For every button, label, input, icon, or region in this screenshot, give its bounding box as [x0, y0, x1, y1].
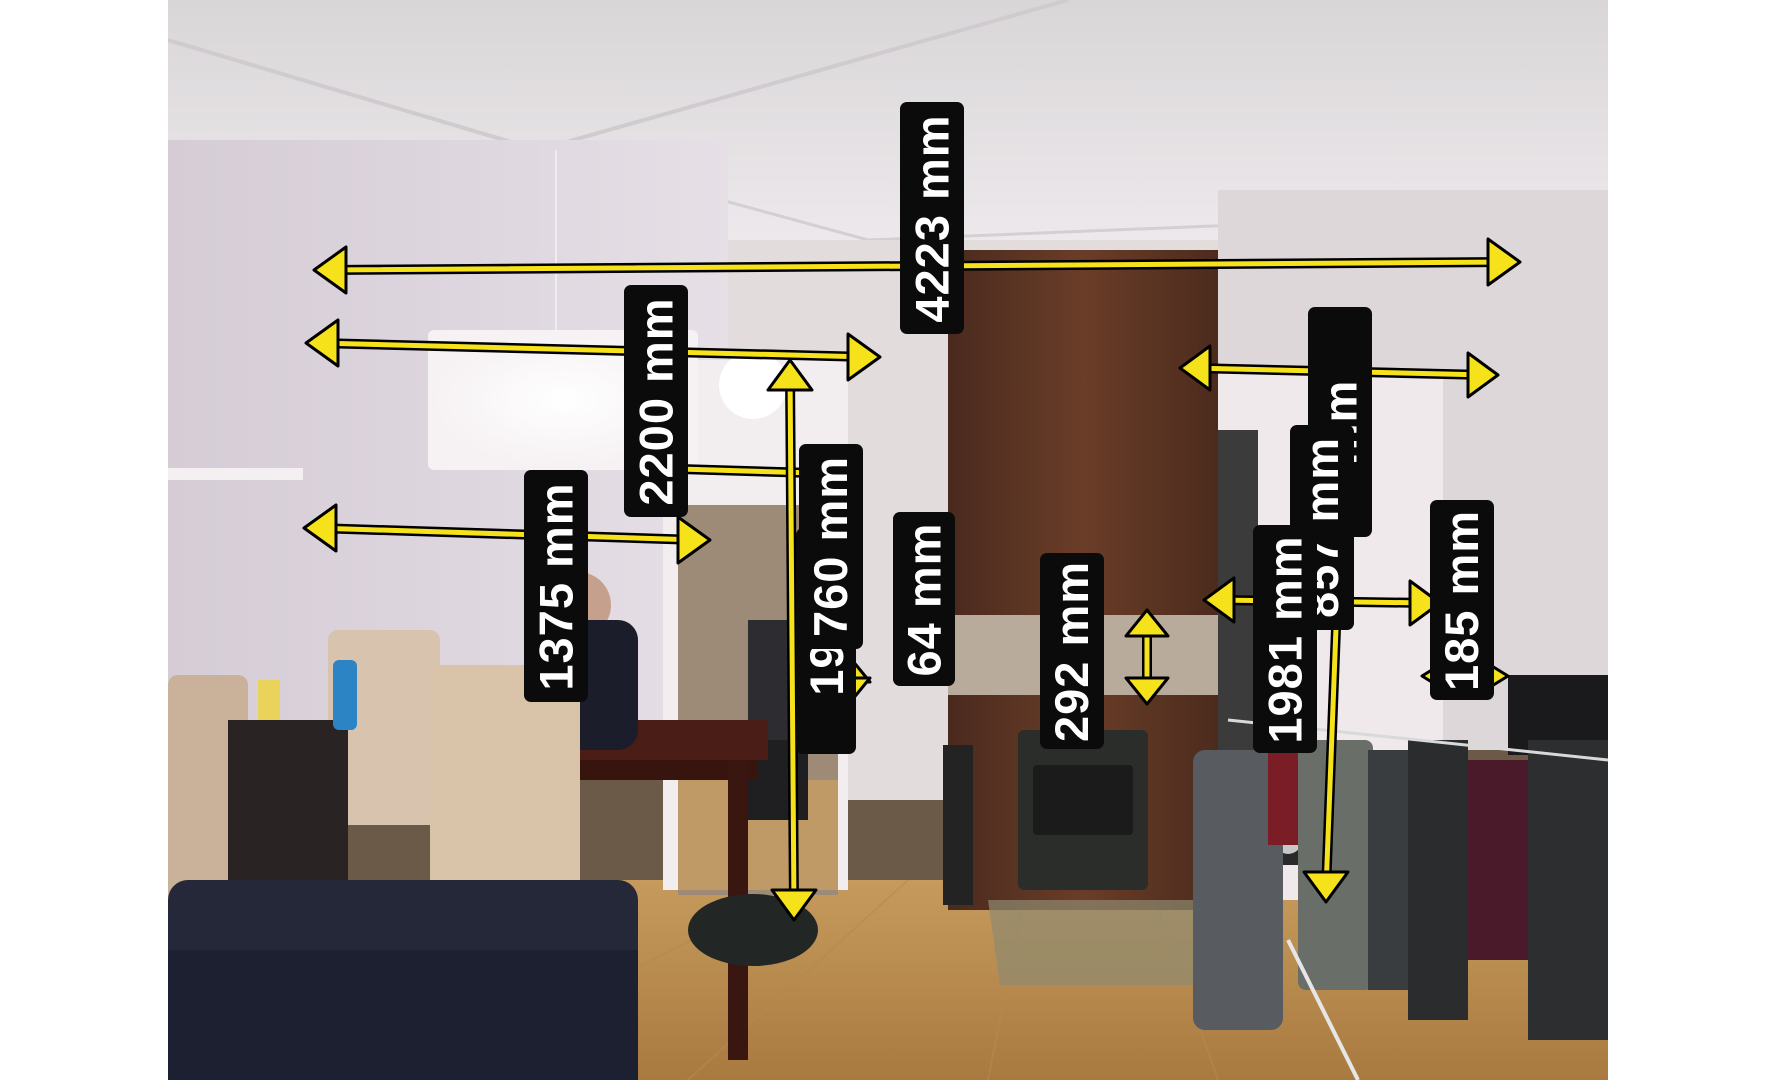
water-bottle [333, 660, 357, 730]
label-1981: 1981 mm [1253, 525, 1317, 753]
label-292: 292 mm [1040, 553, 1104, 749]
label-760: 760 mm [799, 444, 863, 649]
label-4223: 4223 mm [900, 102, 964, 334]
room-illustration [168, 0, 1608, 1080]
wall-shelf [168, 468, 303, 480]
label-185: 185 mm [1430, 500, 1494, 700]
room-photo: 4223 mm 2200 mm 1375 mm 1980 760 mm 64 m… [168, 0, 1608, 1080]
label-64: 64 mm [893, 512, 955, 686]
dining-chair [430, 665, 580, 935]
stove-floor-plate [988, 900, 1213, 985]
ceiling-light [719, 351, 787, 419]
fire-tools [943, 745, 973, 905]
backpack [688, 894, 818, 966]
label-2200: 2200 mm [624, 285, 688, 517]
label-1375: 1375 mm [524, 470, 588, 702]
